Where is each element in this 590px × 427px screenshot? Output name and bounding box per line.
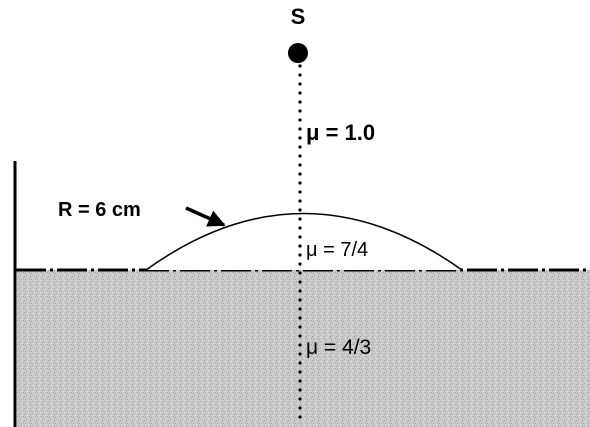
plano-convex-lens	[145, 212, 463, 271]
liquid-index-label: μ = 4/3	[306, 336, 371, 359]
liquid-region	[17, 270, 590, 427]
lens-index-label: μ = 7/4	[306, 239, 368, 261]
point-source-dot	[288, 43, 308, 63]
radius-label: R = 6 cm	[58, 199, 141, 221]
air-index-label: μ = 1.0	[306, 120, 375, 145]
source-label: S	[291, 4, 306, 29]
radius-arrow	[185, 206, 226, 227]
